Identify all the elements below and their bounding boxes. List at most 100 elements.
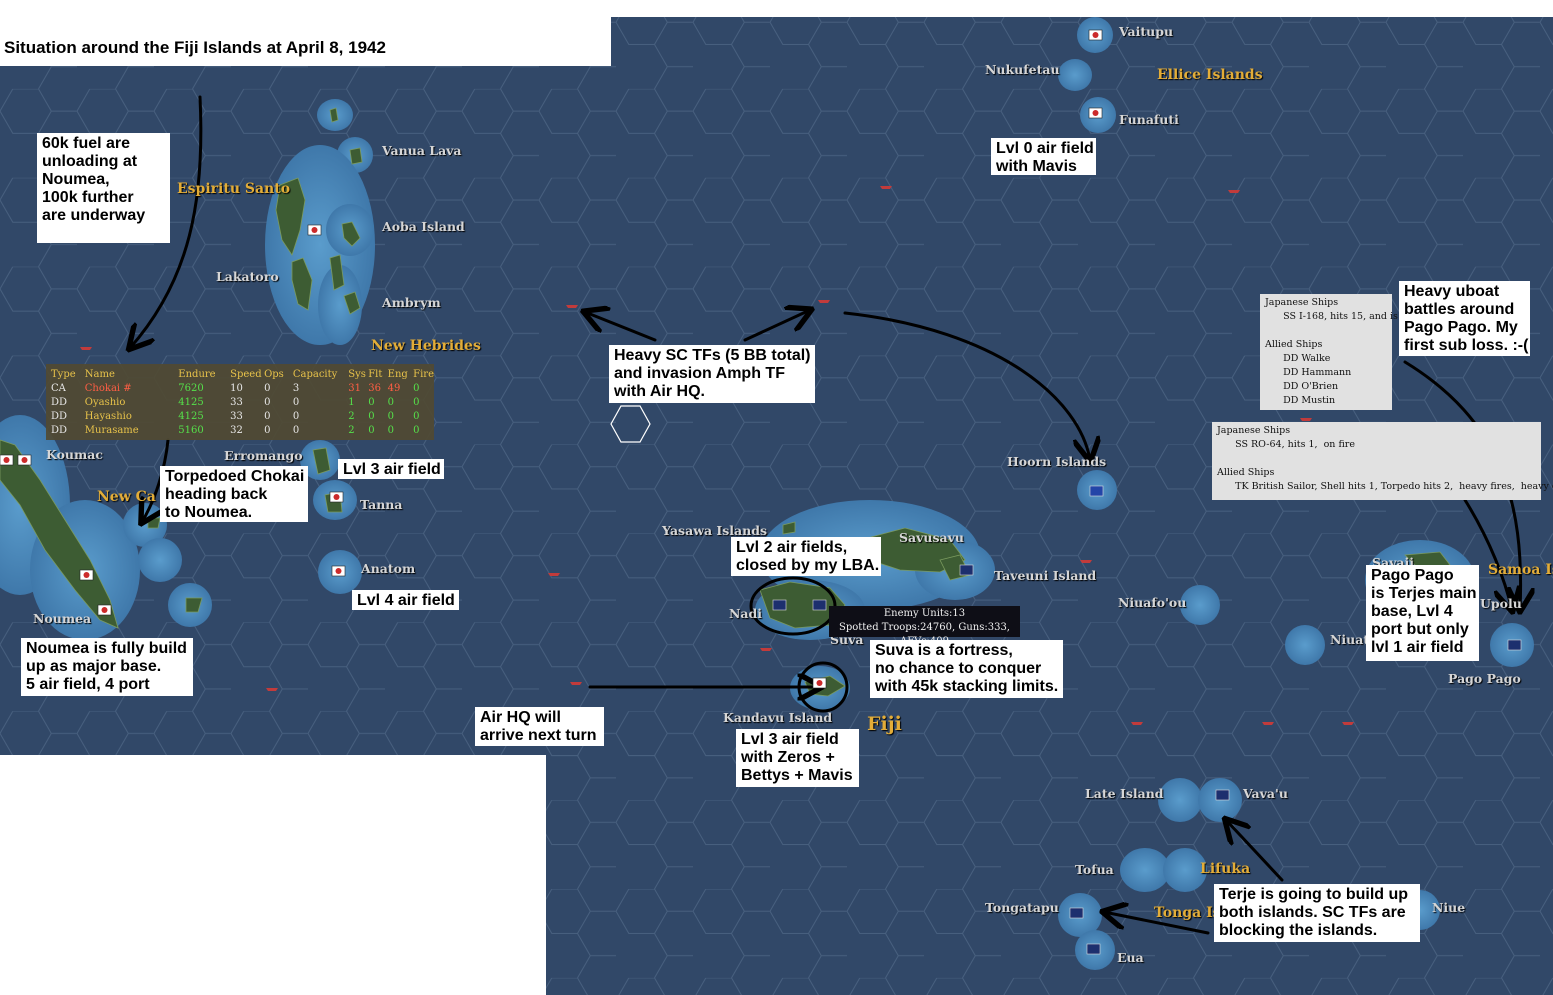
cell: 0: [292, 396, 300, 408]
place-noumea: Noumea: [33, 611, 92, 626]
task-force-icon[interactable]: [1342, 722, 1354, 725]
cell: 0: [413, 396, 420, 408]
cell: Chokai #: [84, 382, 132, 394]
allied-base-icon[interactable]: [1089, 485, 1104, 497]
note-lvl2: Lvl 2 air fields, closed by my LBA.: [731, 537, 881, 576]
task-force-icon[interactable]: [1300, 418, 1312, 421]
task-force-icon[interactable]: [80, 347, 92, 350]
place-anatom: Anatom: [361, 561, 416, 576]
cell: 33: [230, 410, 243, 422]
cell: 0: [413, 424, 420, 436]
combat-report-uboat: Japanese Ships SS I-168, hits 15, and is…: [1260, 294, 1424, 410]
col-speed: Speed: [230, 368, 262, 380]
place-niue: Niue: [1432, 900, 1466, 915]
cell: 0: [387, 424, 395, 436]
combat-report-tanker: Japanese Ships SS RO-64, hits 1, on fire…: [1212, 422, 1553, 500]
cell: 0: [264, 382, 271, 394]
col-fire: Fire: [413, 368, 434, 380]
task-force-icon[interactable]: [1080, 560, 1092, 563]
task-force-icon[interactable]: [818, 300, 830, 303]
task-force-icon[interactable]: [566, 305, 578, 308]
ship-row[interactable]: CA Chokai # 7620 10 0 3 31 36 49 0: [49, 381, 434, 395]
col-ops: Ops: [264, 368, 284, 380]
cell: 0: [387, 396, 395, 408]
cell: 32: [230, 424, 243, 436]
place-savusavu: Savusavu: [899, 530, 964, 545]
region-new-hebrides: New Hebrides: [371, 338, 481, 354]
place-erromango: Erromango: [224, 448, 303, 463]
col-name: Name: [84, 368, 115, 380]
task-force-icon[interactable]: [1262, 722, 1274, 725]
place-vavau: Vava'u: [1243, 786, 1288, 801]
cell: 4125: [178, 410, 204, 422]
place-nukufetau: Nukufetau: [985, 62, 1060, 77]
ship-row[interactable]: DD Oyashio 4125 33 0 0 1 0 0 0: [49, 395, 434, 409]
place-koumac: Koumac: [46, 447, 103, 462]
note-airhq: Air HQ will arrive next turn: [475, 707, 604, 746]
cell: 0: [368, 396, 375, 408]
cell: 0: [264, 396, 271, 408]
cell: CA: [51, 382, 66, 394]
task-force-icon[interactable]: [1131, 722, 1143, 725]
ship-row[interactable]: DD Murasame 5160 32 0 0 2 0 0 0: [49, 423, 434, 437]
cell: 31: [348, 382, 362, 394]
cell: 1: [348, 396, 355, 408]
cell: Hayashio: [84, 410, 132, 422]
cell: 36: [368, 382, 381, 394]
cell: 0: [292, 410, 300, 422]
task-force-icon[interactable]: [570, 682, 582, 685]
note-lvl4-anatom: Lvl 4 air field: [352, 590, 459, 610]
task-force-icon[interactable]: [1228, 190, 1240, 193]
note-lvl3-kandavu: Lvl 3 air field with Zeros + Bettys + Ma…: [736, 729, 859, 787]
task-force-icon[interactable]: [760, 648, 772, 651]
note-suva: Suva is a fortress, no chance to conquer…: [870, 640, 1063, 698]
col-endure: Endure: [178, 368, 216, 380]
place-hoorn: Hoorn Islands: [1007, 454, 1107, 469]
allied-base-icon[interactable]: [1086, 943, 1101, 955]
ship-row[interactable]: DD Hayashio 4125 33 0 0 2 0 0 0: [49, 409, 434, 423]
note-heavy-sc: Heavy SC TFs (5 BB total) and invasion A…: [609, 345, 815, 403]
place-niuafoou: Niuafo'ou: [1118, 595, 1187, 610]
task-force-icon[interactable]: [266, 688, 278, 691]
task-force-icon[interactable]: [880, 186, 892, 189]
cell: 0: [368, 424, 375, 436]
cell: 4125: [178, 396, 204, 408]
cell: DD: [51, 396, 68, 408]
cell: 0: [264, 410, 271, 422]
place-tanna: Tanna: [360, 497, 403, 512]
cell: Murasame: [84, 424, 139, 436]
cell: 7620: [178, 382, 204, 394]
allied-base-icon[interactable]: [959, 564, 974, 576]
place-kandavu: Kandavu Island: [723, 710, 833, 725]
note-pago-pago: Pago Pago is Terjes main base, Lvl 4 por…: [1366, 565, 1479, 661]
cell: 0: [413, 410, 420, 422]
allied-base-icon[interactable]: [1507, 639, 1522, 651]
task-force-icon[interactable]: [548, 573, 560, 576]
rising-sun-icon: [335, 568, 342, 574]
place-eua: Eua: [1117, 950, 1144, 965]
region-tonga: Tonga Is: [1154, 905, 1221, 921]
place-pago-pago: Pago Pago: [1448, 671, 1521, 686]
cell: 33: [230, 396, 243, 408]
cell: 0: [292, 424, 300, 436]
place-vaitupu: Vaitupu: [1119, 24, 1174, 39]
region-samoa: Samoa Is: [1488, 562, 1553, 578]
region-fiji: Fiji: [867, 713, 902, 735]
allied-base-icon[interactable]: [1215, 789, 1230, 801]
rising-sun-icon: [83, 572, 90, 578]
ship-table: Type Name Endure Speed Ops Capacity Sys …: [46, 364, 434, 440]
cell: 0: [264, 424, 271, 436]
place-nadi: Nadi: [729, 606, 763, 621]
note-lvl3-tanna: Lvl 3 air field: [338, 459, 444, 479]
allied-base-icon[interactable]: [812, 599, 827, 611]
allied-base-icon[interactable]: [1069, 907, 1084, 919]
enemy-units-tooltip: Enemy Units:13 Spotted Troops:24760, Gun…: [829, 606, 1020, 647]
place-yasawa: Yasawa Islands: [662, 523, 767, 538]
col-capacity: Capacity: [292, 368, 338, 380]
place-vanua-lava: Vanua Lava: [382, 143, 462, 158]
empty-hex-outline: [610, 405, 651, 443]
allied-base-icon[interactable]: [772, 599, 787, 611]
cell: 0: [387, 410, 395, 422]
